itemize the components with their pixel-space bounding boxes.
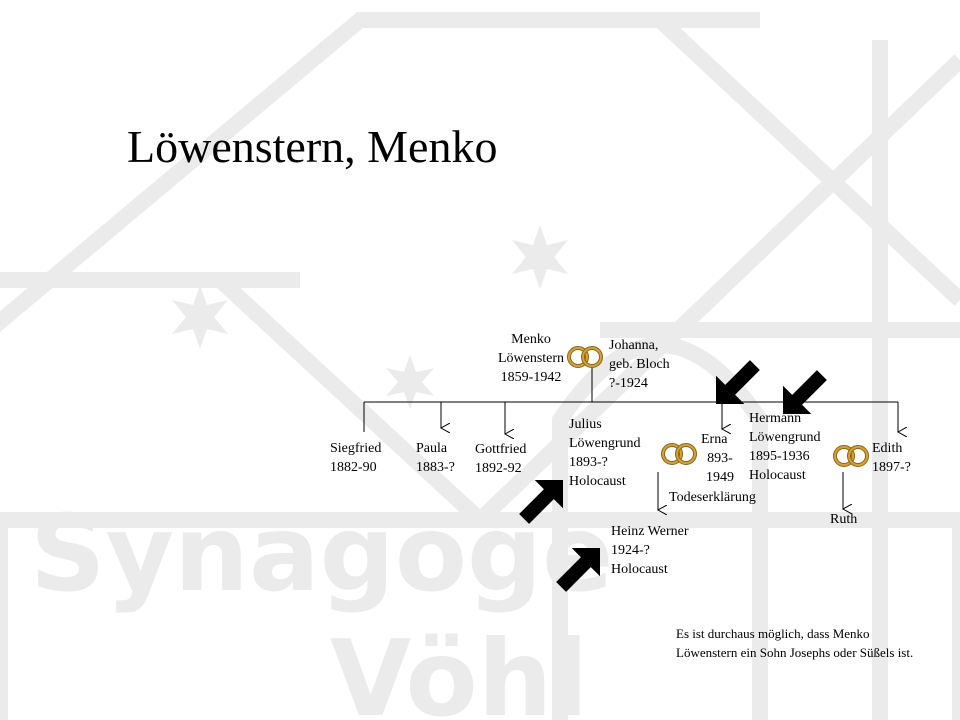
arrow-erna-icon xyxy=(716,360,760,404)
hermann-dates: 1895-1936 xyxy=(749,449,810,464)
julius-surname: Löwengrund xyxy=(569,436,641,451)
mother-name: Johanna, xyxy=(609,338,659,353)
page-title: Löwenstern, Menko xyxy=(127,121,498,172)
heinz-dates: 1924-? xyxy=(611,543,650,558)
father-entry: Menko Löwenstern 1859-1942 xyxy=(476,330,586,387)
child-siegfried: Siegfried 1882-90 xyxy=(330,439,381,477)
watermark-gable-line xyxy=(214,274,486,526)
child-paula: Paula 1883-? xyxy=(416,439,455,477)
watermark-star xyxy=(386,355,434,409)
father-name: Menko xyxy=(511,332,551,347)
edith-name: Edith xyxy=(872,441,903,456)
erna-death-declaration: Todeserklärung xyxy=(669,490,756,505)
erna-dates-end: 1949 xyxy=(706,470,734,485)
watermark-text-line1: Synagoge xyxy=(30,493,613,615)
hermann-fate: Holocaust xyxy=(749,468,806,483)
gottfried-dates: 1892-92 xyxy=(475,461,522,476)
erna-name: Erna xyxy=(701,432,728,447)
child-hermann: Hermann Löwengrund 1895-1936 Holocaust xyxy=(749,409,821,485)
heinz-name: Heinz Werner xyxy=(611,524,689,539)
wedding-rings-icon xyxy=(567,346,603,368)
paula-dates: 1883-? xyxy=(416,460,455,475)
mother-entry: Johanna, geb. Bloch ?-1924 xyxy=(609,336,670,393)
watermark-text-line2: Vöhl xyxy=(330,618,588,720)
watermark-roof-right xyxy=(654,14,960,306)
father-dates: 1859-1942 xyxy=(500,370,562,385)
watermark-roof-left xyxy=(0,12,760,333)
watermark-star xyxy=(172,285,228,349)
child-julius: Julius Löwengrund 1893-? Holocaust xyxy=(569,415,641,491)
father-surname: Löwenstern xyxy=(497,351,565,366)
siegfried-dates: 1882-90 xyxy=(330,460,377,475)
wedding-rings-icon xyxy=(833,445,869,467)
edith-dates: 1897-? xyxy=(872,460,911,475)
watermark-wall xyxy=(0,512,960,720)
grandchild-ruth: Ruth xyxy=(830,512,858,527)
heinz-fate: Holocaust xyxy=(611,562,668,577)
erna-dates-start: 893- xyxy=(707,451,733,466)
mother-maiden-name: geb. Bloch xyxy=(609,357,670,372)
siegfried-name: Siegfried xyxy=(330,441,382,456)
arrow-hermann-icon xyxy=(783,370,827,414)
watermark-star xyxy=(512,225,568,289)
hermann-surname: Löwengrund xyxy=(749,430,821,445)
julius-dates: 1893-? xyxy=(569,455,608,470)
gottfried-name: Gottfried xyxy=(475,442,527,457)
grandchild-heinz: Heinz Werner 1924-? Holocaust xyxy=(611,522,689,579)
child-edith: Edith 1897-? xyxy=(872,439,911,477)
julius-fate: Holocaust xyxy=(569,474,626,489)
julius-name: Julius xyxy=(569,417,602,432)
arrow-julius-icon xyxy=(519,480,563,524)
child-gottfried: Gottfried 1892-92 xyxy=(475,440,526,478)
origin-note: Es ist durchaus möglich, dass Menko Löwe… xyxy=(676,626,914,660)
watermark-arch xyxy=(552,337,768,720)
arrow-heinz-icon xyxy=(556,548,600,592)
hermann-name: Hermann xyxy=(749,411,802,426)
wedding-rings-icon xyxy=(661,443,697,465)
child-erna: Erna 893- 1949 xyxy=(692,430,748,487)
paula-name: Paula xyxy=(416,441,448,456)
mother-dates: ?-1924 xyxy=(609,376,648,391)
